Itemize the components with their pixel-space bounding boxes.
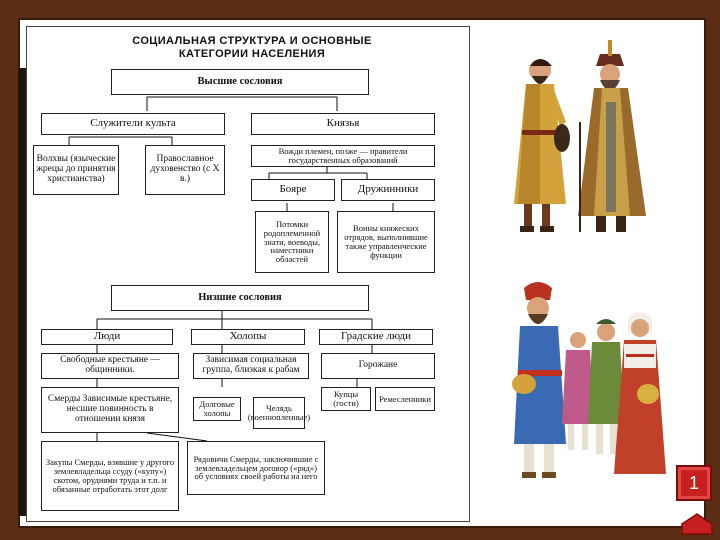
lyudi-box: Люди [41, 329, 173, 345]
druzhinniki-description-box: Воины княжеских отрядов, выполнившие так… [337, 211, 435, 273]
title-line-2: КАТЕГОРИИ НАСЕЛЕНИЯ [178, 47, 326, 60]
dependent-group-box: Зависимая социальная группа, близкая к р… [193, 353, 309, 379]
slide-number-label: 1 [688, 472, 699, 493]
ryadovichi-box: Рядовичи Смерды, заключившие с землевлад… [187, 441, 325, 495]
debt-kholopy-box: Долговые холопы [193, 397, 241, 421]
title-line-1: СОЦИАЛЬНАЯ СТРУКТУРА И ОСНОВНЫЕ [132, 35, 372, 47]
chelyad-box: Челядь (военнопленные) [248, 397, 310, 429]
diagram-title: СОЦИАЛЬНАЯ СТРУКТУРА И ОСНОВНЫЕ КАТЕГОРИ… [87, 35, 417, 60]
smerdy-box: Смерды Зависимые крестьяне, несшие повин… [41, 387, 179, 433]
upper-estates-box: Высшие сословия [111, 69, 369, 95]
zakupy-box: Закупы Смерды, взявшие у другого землевл… [41, 441, 179, 511]
volkhvy-box: Волхвы (языческие жрецы до принятия хрис… [33, 145, 119, 195]
remeslenniki-box: Ремесленники [375, 387, 435, 411]
princes-box: Князья [251, 113, 435, 135]
social-structure-diagram: СОЦИАЛЬНАЯ СТРУКТУРА И ОСНОВНЫЕ КАТЕГОРИ… [26, 26, 470, 522]
peasants-costume-image [496, 274, 670, 490]
boyars-description-box: Потомки родоплеменной знати, воеводы, на… [255, 211, 329, 273]
nobles-costume-image [496, 32, 660, 246]
townspeople-box: Горожане [321, 353, 435, 379]
clergy-box: Служители культа [41, 113, 225, 135]
slide-number-button[interactable]: 1 [676, 465, 712, 501]
druzhinniki-box: Дружинники [341, 179, 435, 201]
free-peasants-box: Свободные крестьяне — общинники. [41, 353, 179, 379]
lower-estates-box: Низшие сословия [111, 285, 369, 311]
kholopy-box: Холопы [191, 329, 305, 345]
connector-lines [68, 96, 394, 442]
princes-description-box: Вожди племен, позже — правители государс… [251, 145, 435, 167]
decorative-strip-left [18, 68, 28, 516]
home-arrow-icon[interactable] [678, 510, 716, 536]
kuptsy-box: Купцы (гости) [321, 387, 371, 411]
gradskie-lyudi-box: Градские люди [319, 329, 433, 345]
orthodox-clergy-box: Православное духовенство (с X в.) [145, 145, 225, 195]
boyars-box: Бояре [251, 179, 335, 201]
